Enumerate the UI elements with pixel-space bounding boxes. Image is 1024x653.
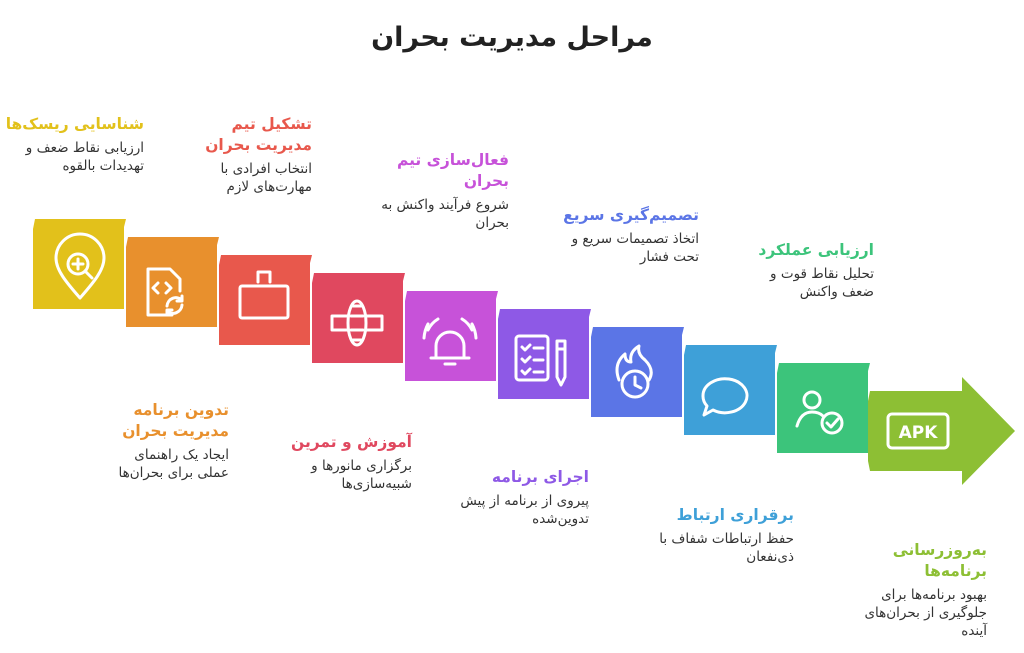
step-7-block bbox=[591, 327, 684, 417]
step-8-label: برقراری ارتباط حفظ ارتباطات شفاف با ذی‌ن… bbox=[654, 505, 794, 566]
step-5-description: شروع فرآیند واکنش به بحران bbox=[381, 196, 509, 232]
step-2-block bbox=[126, 237, 219, 327]
step-5-shape bbox=[405, 291, 498, 381]
chat-bubble-icon bbox=[701, 377, 749, 417]
step-9-label: ارزیابی عملکرد تحلیل نقاط قوت و ضعف واکن… bbox=[744, 240, 874, 301]
step-1-description: ارزیابی نقاط ضعف و تهدیدات بالقوه bbox=[25, 139, 144, 175]
fire-clock-icon bbox=[615, 344, 653, 399]
step-5-title: فعال‌سازی تیم بحران bbox=[396, 151, 509, 190]
apk-icon: APK bbox=[886, 412, 950, 450]
step-10-block: APK bbox=[868, 377, 1015, 485]
step-4-label: آموزش و تمرین برگزاری مانورها و شبیه‌ساز… bbox=[282, 432, 412, 493]
step-10-title: به‌روزرسانی برنامه‌ها bbox=[892, 541, 987, 580]
step-8-block bbox=[684, 345, 777, 435]
step-4-title: آموزش و تمرین bbox=[291, 433, 412, 451]
step-5-block bbox=[405, 291, 498, 381]
step-6-label: اجرای برنامه پیروی از برنامه از پیش تدوی… bbox=[449, 467, 589, 528]
step-10-description: بهبود برنامه‌ها برای جلوگیری از بحران‌ها… bbox=[864, 586, 987, 640]
step-4-shape bbox=[312, 273, 405, 363]
step-7-title: تصمیم‌گیری سریع bbox=[563, 206, 699, 224]
step-3-label: تشکیل تیم مدیریت بحران انتخاب افرادی با … bbox=[187, 114, 312, 196]
apk-icon-label: APK bbox=[899, 423, 939, 443]
step-10-label: به‌روزرسانی برنامه‌ها بهبود برنامه‌ها بر… bbox=[837, 540, 987, 641]
step-3-shape bbox=[219, 255, 312, 345]
step-5-label: فعال‌سازی تیم بحران شروع فرآیند واکنش به… bbox=[379, 150, 509, 232]
step-1-label: شناسایی ریسک‌ها ارزیابی نقاط ضعف و تهدید… bbox=[4, 114, 144, 175]
easel-board-icon bbox=[238, 270, 290, 320]
step-6-shape bbox=[498, 309, 591, 399]
alarm-bell-icon bbox=[422, 317, 478, 366]
step-3-description: انتخاب افرادی با مهارت‌های لازم bbox=[220, 160, 312, 196]
step-2-title: تدوین برنامه مدیریت بحران bbox=[122, 401, 229, 440]
step-2-description: ایجاد یک راهنمای عملی برای بحران‌ها bbox=[118, 446, 229, 482]
step-9-title: ارزیابی عملکرد bbox=[758, 241, 874, 259]
step-4-block bbox=[312, 273, 405, 363]
step-9-description: تحلیل نقاط قوت و ضعف واکنش bbox=[770, 265, 874, 301]
step-7-label: تصمیم‌گیری سریع اتخاذ تصمیمات سریع و تحت… bbox=[559, 205, 699, 266]
step-9-block bbox=[777, 363, 870, 453]
step-10-shape bbox=[868, 377, 1015, 485]
step-7-description: اتخاذ تصمیمات سریع و تحت فشار bbox=[571, 230, 699, 266]
code-file-refresh-icon bbox=[146, 267, 184, 317]
step-4-description: برگزاری مانورها و شبیه‌سازی‌ها bbox=[311, 457, 412, 493]
search-location-icon bbox=[54, 232, 106, 300]
user-check-icon bbox=[795, 390, 844, 435]
step-2-label: تدوین برنامه مدیریت بحران ایجاد یک راهنم… bbox=[104, 400, 229, 482]
step-3-title: تشکیل تیم مدیریت بحران bbox=[205, 115, 312, 154]
step-8-shape bbox=[684, 345, 777, 435]
step-8-title: برقراری ارتباط bbox=[676, 506, 794, 524]
step-3-block bbox=[219, 255, 312, 345]
step-1-block bbox=[33, 219, 126, 309]
gear-pipe-icon bbox=[330, 299, 384, 347]
step-6-description: پیروی از برنامه از پیش تدوین‌شده bbox=[460, 492, 589, 528]
diagram-title: مراحل مدیریت بحران bbox=[371, 22, 653, 53]
step-1-title: شناسایی ریسک‌ها bbox=[5, 115, 144, 133]
step-9-shape bbox=[777, 363, 870, 453]
step-8-description: حفظ ارتباطات شفاف با ذی‌نفعان bbox=[659, 530, 794, 566]
checklist-pen-icon bbox=[514, 334, 567, 387]
step-6-title: اجرای برنامه bbox=[491, 468, 589, 486]
step-6-block bbox=[498, 309, 591, 399]
